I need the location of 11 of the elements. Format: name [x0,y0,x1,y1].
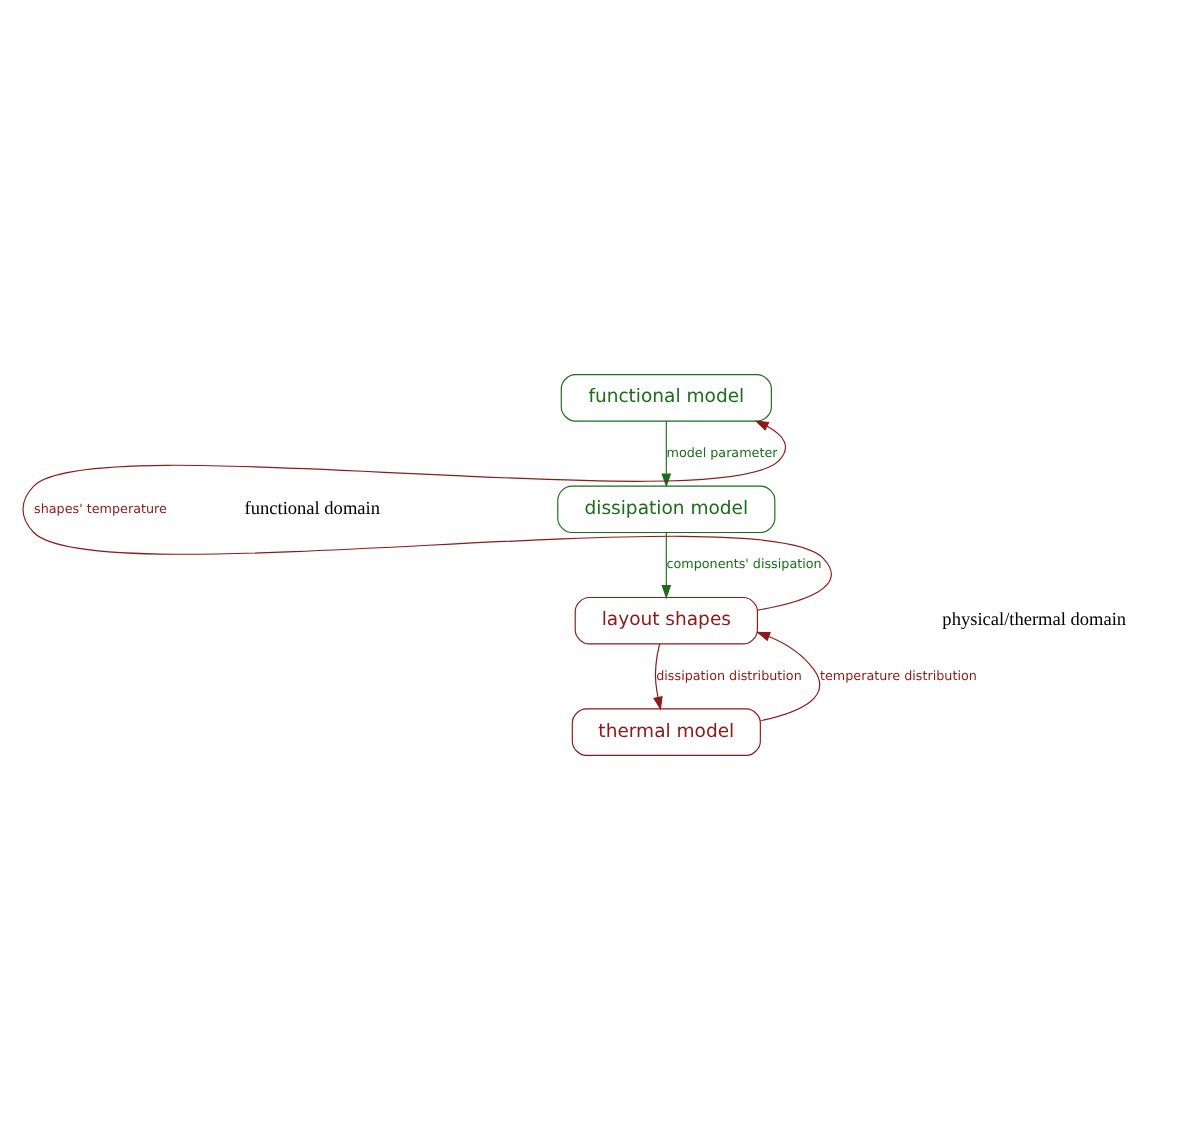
arrow [661,419,672,487]
node-box: functional model [560,373,772,421]
arrow [756,630,821,721]
node-box: dissipation model [557,484,776,533]
label: functional domain [244,498,380,519]
arrow [653,642,663,710]
label: physical/thermal domain [942,610,1127,631]
arrow [661,530,672,598]
arrow [22,419,832,610]
node-box: layout shapes [574,595,758,644]
node-box: thermal model [571,707,761,755]
